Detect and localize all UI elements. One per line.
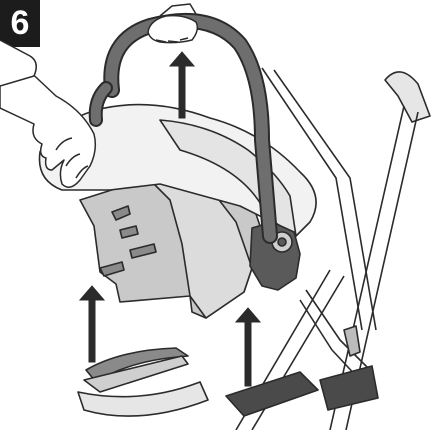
upward-arrow-icon bbox=[80, 286, 104, 362]
hand-on-handle bbox=[148, 16, 197, 43]
upward-arrow-icon bbox=[236, 308, 260, 386]
stroller-wheel-bracket bbox=[226, 372, 318, 416]
stroller-side-strut bbox=[344, 326, 360, 356]
hand-on-seat bbox=[0, 66, 95, 187]
stroller-push-handle bbox=[385, 72, 430, 122]
stroller-right-footrest bbox=[320, 366, 378, 410]
